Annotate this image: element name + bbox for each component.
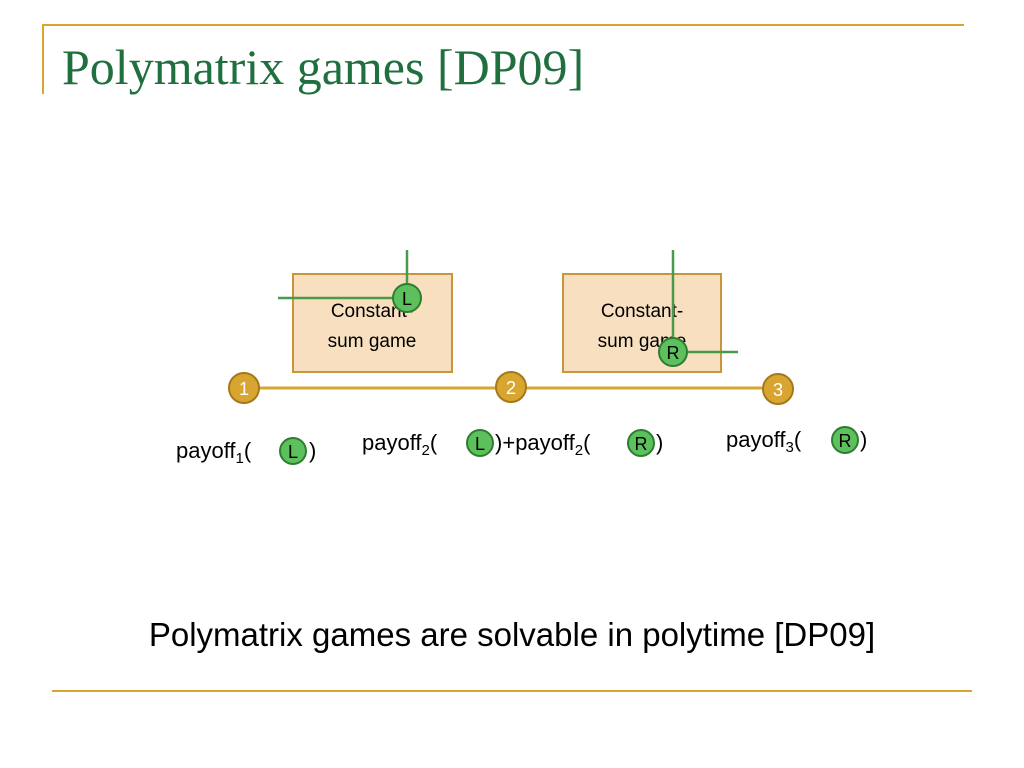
player-node-1-circle: [228, 372, 260, 404]
strategy-r-label: R: [667, 343, 680, 363]
game-box-2: Constant- sum game: [562, 273, 722, 373]
game-1-strategy-marker: L: [278, 250, 422, 313]
payoff-1-strategy: L: [288, 442, 298, 462]
player-node-3-label: 3: [773, 380, 783, 400]
player-node-1: 1: [228, 372, 260, 404]
payoff-1-text: payoff1(: [176, 438, 252, 467]
payoff-2a-strategy-circle: [466, 429, 494, 457]
player-node-3-circle: [762, 373, 794, 405]
payoff-1: payoff1( L ): [176, 437, 316, 467]
player-node-2-label: 2: [506, 378, 516, 398]
payoff-1-close: ): [309, 438, 316, 463]
game-box-1: Constant- sum game: [292, 273, 453, 373]
game-box-1-line2: sum game: [328, 331, 417, 352]
top-rule: [42, 24, 964, 26]
game-box-2-line1: Constant-: [601, 301, 683, 322]
strategy-r-circle: [658, 337, 688, 367]
payoff-1-strategy-circle: [279, 437, 307, 465]
payoff-2b-close: ): [656, 430, 663, 455]
payoff-2b-strategy: R: [635, 434, 648, 454]
player-node-3: 3: [762, 373, 794, 405]
payoff-3-strategy: R: [839, 431, 852, 451]
player-node-2: 2: [495, 371, 527, 403]
slide-caption: Polymatrix games are solvable in polytim…: [148, 616, 876, 653]
bottom-rule: [52, 690, 972, 692]
payoff-3-close: ): [860, 427, 867, 452]
player-node-2-circle: [495, 371, 527, 403]
payoff-2b-strategy-circle: [627, 429, 655, 457]
game-box-1-line1: Constant-: [331, 301, 413, 322]
payoff-2b-text: )+payoff2(: [495, 430, 591, 459]
game-box-1-frame: [292, 273, 453, 373]
payoff-2a-text: payoff2(: [362, 430, 438, 459]
game-box-2-frame: [562, 273, 722, 373]
left-rule: [42, 24, 44, 94]
strategy-l-circle: [392, 283, 422, 313]
game-2-strategy-marker: R: [658, 250, 738, 367]
payoff-2: payoff2( L )+payoff2( R ): [362, 429, 663, 459]
payoff-3-strategy-circle: [831, 426, 859, 454]
payoff-2a-strategy: L: [475, 434, 485, 454]
slide-title: Polymatrix games [DP09]: [62, 39, 585, 95]
strategy-l-label: L: [402, 289, 412, 309]
payoff-3-text: payoff3(: [726, 427, 802, 456]
payoff-3: payoff3( R ): [726, 426, 867, 456]
player-node-1-label: 1: [239, 379, 249, 399]
